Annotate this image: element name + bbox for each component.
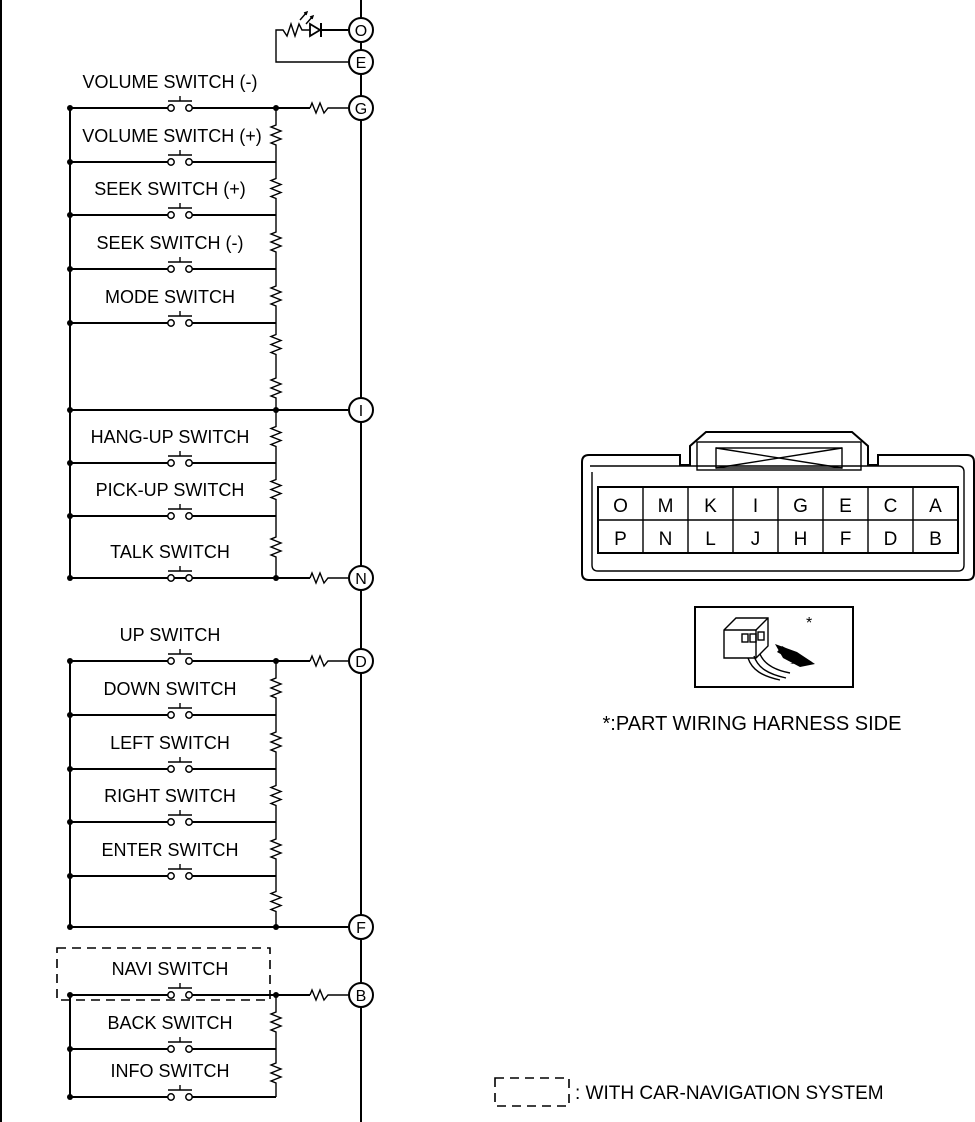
harness-asterisk: * — [806, 615, 812, 632]
connector-pin-n: N — [659, 529, 673, 550]
connector-pin-g: G — [793, 496, 808, 517]
harness-side-view: * — [694, 606, 854, 688]
switch-label: TALK SWITCH — [110, 542, 230, 562]
switch-label: SEEK SWITCH (-) — [97, 233, 244, 253]
switch-pick-up-switch: PICK-UP SWITCH — [67, 480, 276, 520]
switch-label: VOLUME SWITCH (-) — [83, 72, 258, 92]
resistor-ladder-middle — [69, 654, 348, 928]
terminal-g: G — [348, 95, 374, 121]
harness-connector-icon — [723, 617, 791, 681]
resistor-ladder-top — [69, 101, 348, 585]
switch-navi-switch: NAVI SWITCH — [67, 959, 276, 999]
switch-left-switch: LEFT SWITCH — [67, 733, 276, 773]
connector-pin-b: B — [929, 529, 942, 550]
switch-label: UP SWITCH — [120, 625, 221, 645]
connector-pin-l: L — [705, 529, 716, 550]
terminal-e: E — [348, 49, 374, 75]
connector-pin-k: K — [704, 496, 717, 517]
switch-info-switch: INFO SWITCH — [67, 1061, 276, 1101]
switch-volume-switch: VOLUME SWITCH (+) — [67, 126, 276, 166]
switch-down-switch: DOWN SWITCH — [67, 679, 276, 719]
terminal-layer: OE G I N D F B — [348, 17, 374, 1008]
connector-pin-p: P — [614, 529, 627, 550]
terminal-label: N — [355, 571, 367, 588]
terminal-f: F — [348, 914, 374, 940]
switch-label: BACK SWITCH — [107, 1013, 232, 1033]
navi-optional-box — [56, 947, 271, 1001]
terminal-label: O — [355, 23, 367, 40]
terminal-label: I — [359, 403, 363, 420]
switch-right-switch: RIGHT SWITCH — [67, 786, 276, 826]
connector-pin-f: F — [840, 529, 852, 550]
switch-talk-switch: TALK SWITCH — [67, 542, 276, 582]
switch-label: RIGHT SWITCH — [104, 786, 236, 806]
connector-pin-e: E — [839, 496, 852, 517]
switch-label: SEEK SWITCH (+) — [94, 179, 246, 199]
harness-caption: *:PART WIRING HARNESS SIDE — [603, 713, 902, 735]
switch-up-switch: UP SWITCH — [67, 625, 276, 665]
switch-label: PICK-UP SWITCH — [96, 480, 245, 500]
terminal-o: O — [348, 17, 374, 43]
connector-pin-a: A — [929, 496, 942, 517]
switch-label: VOLUME SWITCH (+) — [82, 126, 262, 146]
switch-label: INFO SWITCH — [111, 1061, 230, 1081]
resistor-chain — [67, 105, 283, 1097]
switch-label: HANG-UP SWITCH — [91, 427, 250, 447]
terminal-label: B — [356, 988, 367, 1005]
switch-seek-switch: SEEK SWITCH (+) — [67, 179, 276, 219]
connector-pin-j: J — [751, 529, 761, 550]
connector-pin-h: H — [794, 529, 808, 550]
connector-pin-grid: O M K I G E C A P N L J H F D B — [613, 487, 942, 553]
terminal-d: D — [348, 648, 374, 674]
switch-label: MODE SWITCH — [105, 287, 235, 307]
switch-label: LEFT SWITCH — [110, 733, 230, 753]
connector-pin-m: M — [658, 496, 674, 517]
switch-label: ENTER SWITCH — [102, 840, 239, 860]
switch-label: NAVI SWITCH — [112, 959, 229, 979]
switch-layer: VOLUME SWITCH (-) VOLUME SWITCH (+) SEEK S… — [67, 72, 283, 1101]
connector-pin-d: D — [884, 529, 898, 550]
illumination-led-circuit — [275, 10, 348, 63]
connector-pin-i: I — [753, 496, 758, 517]
terminal-label: D — [355, 654, 367, 671]
legend-dashed-box — [494, 1077, 570, 1107]
terminal-i: I — [348, 397, 374, 423]
switch-hang-up-switch: HANG-UP SWITCH — [67, 427, 276, 467]
terminal-n: N — [348, 565, 374, 591]
legend-text: : WITH CAR-NAVIGATION SYSTEM — [575, 1083, 884, 1104]
connector-pin-o: O — [613, 496, 628, 517]
switch-volume-switch: VOLUME SWITCH (-) — [67, 72, 276, 112]
legend: : WITH CAR-NAVIGATION SYSTEM — [494, 1077, 884, 1107]
switch-seek-switch: SEEK SWITCH (-) — [67, 233, 276, 273]
connector-pin-c: C — [884, 496, 898, 517]
terminal-label: E — [356, 55, 367, 72]
switch-mode-switch: MODE SWITCH — [67, 287, 276, 327]
terminal-label: G — [355, 101, 367, 118]
switch-enter-switch: ENTER SWITCH — [67, 840, 276, 880]
terminal-b: B — [348, 982, 374, 1008]
switch-label: DOWN SWITCH — [104, 679, 237, 699]
terminal-label: F — [356, 920, 366, 937]
switch-back-switch: BACK SWITCH — [67, 1013, 276, 1053]
